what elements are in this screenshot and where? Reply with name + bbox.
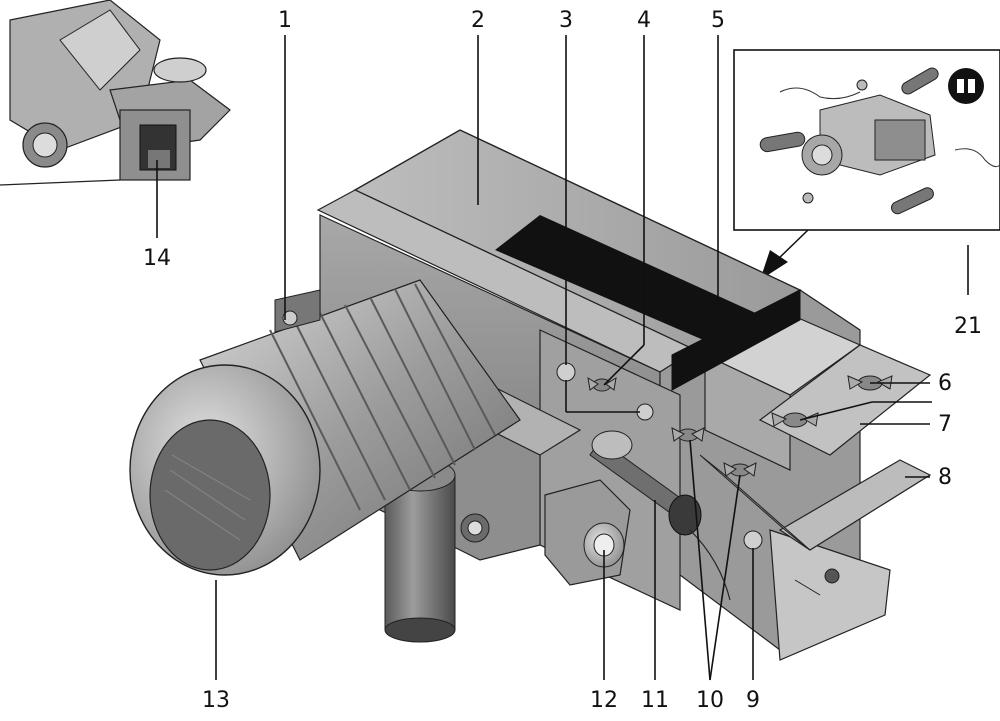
callout-4: 4 (637, 8, 651, 33)
callout-6: 6 (938, 371, 952, 396)
plug (743, 530, 763, 550)
handle-bracket (778, 459, 932, 551)
filter-housing (671, 289, 862, 471)
electric-motor (129, 279, 521, 576)
callout-11: 11 (641, 688, 669, 713)
wing-nut (723, 462, 757, 477)
callout-labels: 1 2 3 4 5 6 7 8 9 10 11 12 13 14 21 (143, 8, 982, 713)
inset-switch-detail (0, 0, 231, 190)
callout-13: 13 (202, 688, 230, 713)
motor-switch (544, 479, 631, 586)
callout-12: 12 (590, 688, 618, 713)
callout-3: 3 (559, 8, 573, 33)
callout-7: 7 (938, 412, 952, 437)
callout-21: 21 (954, 314, 982, 339)
plug (556, 362, 576, 382)
wing-nut (671, 427, 705, 442)
handle-arm (699, 454, 811, 551)
callout-2: 2 (471, 8, 485, 33)
callout-5: 5 (711, 8, 725, 33)
cover-plate (758, 344, 932, 456)
callout-9: 9 (746, 688, 760, 713)
inset-maintenance-box (733, 49, 1000, 231)
leader-lines (156, 35, 969, 681)
read-manual-icon (948, 68, 984, 104)
callout-10: 10 (696, 688, 724, 713)
gas-ballast-valve (589, 430, 731, 601)
top-black-panel (495, 215, 760, 345)
inset-arrow (760, 229, 809, 280)
callout-1: 1 (278, 8, 292, 33)
callout-8: 8 (938, 465, 952, 490)
callout-14: 14 (143, 246, 171, 271)
